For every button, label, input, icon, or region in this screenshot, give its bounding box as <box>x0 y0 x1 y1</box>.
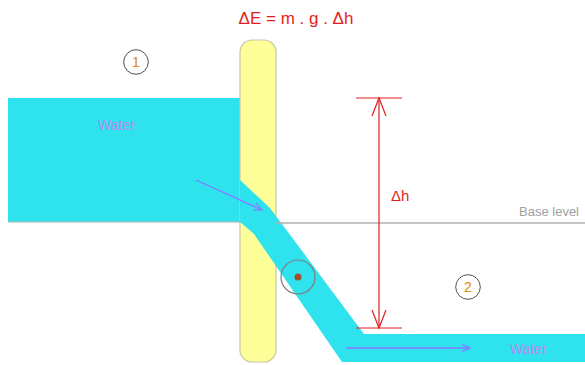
callout-number: 1 <box>132 55 140 69</box>
base-level-line <box>8 222 240 223</box>
base-level-line <box>276 222 585 224</box>
callout-ring <box>456 275 481 300</box>
height-label: Δh <box>391 188 409 203</box>
flow-arrow <box>196 180 262 210</box>
height-dimension <box>356 98 402 328</box>
base-level-label: Base level <box>519 205 579 218</box>
water-label: Water <box>98 118 135 132</box>
upper-water <box>8 98 242 222</box>
callout-ring <box>124 50 149 75</box>
turbine-hub <box>295 274 302 281</box>
flow-arrow <box>346 347 470 348</box>
energy-formula: ΔE = m . g . Δh <box>239 10 354 27</box>
callout-circle: 1 <box>123 49 149 75</box>
penstock-water <box>240 180 585 362</box>
callout-circle: 2 <box>455 274 481 300</box>
water-label: Water <box>510 342 547 356</box>
turbine-symbol <box>281 260 315 294</box>
callout-number: 2 <box>464 280 472 294</box>
